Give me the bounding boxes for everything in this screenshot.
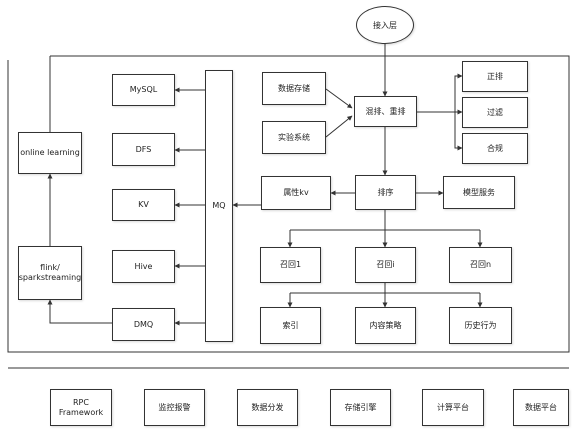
- kv-node: KV: [112, 189, 175, 221]
- recall-1-node: 召回1: [260, 247, 321, 283]
- content-strategy-label: 内容策略: [369, 320, 402, 330]
- dfs-label: DFS: [135, 144, 152, 154]
- ranking-node: 排序: [355, 175, 416, 210]
- access-layer-node: 接入层: [356, 6, 414, 44]
- experiment-system-label: 实验系统: [278, 132, 310, 142]
- forward-index-label: 正排: [487, 71, 503, 81]
- hive-node: Hive: [112, 250, 175, 283]
- compliance-label: 合规: [487, 143, 503, 153]
- flink-node: flink/ sparkstreaming: [18, 246, 82, 300]
- monitoring-label: 监控报警: [158, 402, 191, 412]
- dfs-node: DFS: [112, 133, 175, 166]
- history-behavior-label: 历史行为: [464, 320, 497, 330]
- model-service-label: 模型服务: [463, 187, 495, 197]
- recall-n-label: 召回n: [469, 260, 492, 269]
- attr-kv-node: 属性kv: [261, 176, 331, 210]
- mysql-node: MySQL: [112, 74, 175, 106]
- filter-rerank-label: 混排、重排: [365, 106, 406, 116]
- mq-node: MQ: [205, 70, 233, 342]
- filter-label: 过滤: [487, 107, 503, 117]
- data-storage-node: 数据存储: [262, 72, 326, 105]
- ranking-label: 排序: [377, 187, 394, 197]
- flink-label: flink/ sparkstreaming: [18, 263, 82, 282]
- index-label: 索引: [282, 320, 299, 330]
- storage-engine-node: 存储引擎: [330, 389, 391, 426]
- index-node: 索引: [260, 307, 321, 344]
- data-platform-node: 数据平台: [513, 389, 569, 426]
- recall-i-node: 召回i: [355, 247, 416, 283]
- model-service-node: 模型服务: [443, 176, 515, 209]
- hive-label: Hive: [134, 261, 153, 271]
- attr-kv-label: 属性kv: [283, 188, 309, 197]
- history-behavior-node: 历史行为: [449, 307, 512, 344]
- monitoring-node: 监控报警: [144, 389, 205, 426]
- data-storage-label: 数据存储: [278, 83, 310, 93]
- recall-i-label: 召回i: [376, 260, 395, 269]
- data-dispatch-node: 数据分发: [237, 389, 298, 426]
- mysql-label: MySQL: [129, 85, 158, 94]
- rpc-framework-label: RPC Framework: [58, 397, 104, 417]
- access-layer-label: 接入层: [373, 20, 397, 30]
- rpc-framework-node: RPC Framework: [50, 389, 112, 426]
- filter-node: 过滤: [462, 97, 528, 128]
- online-learning-node: online learning: [18, 132, 82, 174]
- data-dispatch-label: 数据分发: [251, 402, 284, 412]
- compliance-node: 合规: [462, 133, 528, 164]
- filter-rerank-node: 混排、重排: [354, 96, 417, 127]
- online-learning-label: online learning: [20, 148, 80, 157]
- compute-platform-node: 计算平台: [422, 389, 484, 426]
- recall-n-node: 召回n: [449, 247, 512, 283]
- kv-label: KV: [138, 200, 149, 209]
- mq-label: MQ: [212, 201, 226, 210]
- storage-engine-label: 存储引擎: [344, 402, 377, 412]
- dmq-label: DMQ: [133, 319, 154, 329]
- recall-1-label: 召回1: [279, 260, 302, 269]
- experiment-system-node: 实验系统: [262, 121, 326, 154]
- outer-frame: [7, 55, 570, 353]
- compute-platform-label: 计算平台: [437, 402, 469, 412]
- dmq-node: DMQ: [112, 308, 175, 341]
- content-strategy-node: 内容策略: [355, 307, 416, 344]
- data-platform-label: 数据平台: [525, 402, 557, 412]
- forward-index-node: 正排: [462, 61, 528, 92]
